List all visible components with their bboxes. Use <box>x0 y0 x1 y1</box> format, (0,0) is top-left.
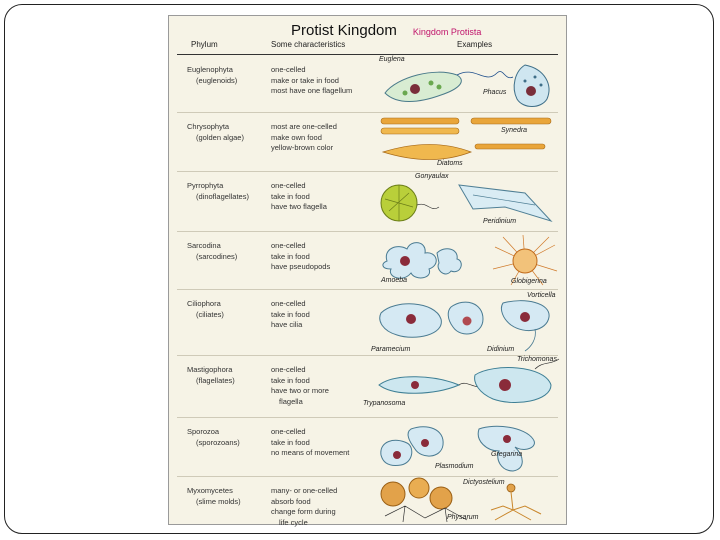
chart-header: Protist Kingdom Kingdom Protista <box>177 20 558 40</box>
phylum-name: Euglenophyta <box>187 65 233 74</box>
table-row: Myxomycetes (slime molds) many- or one-c… <box>177 476 560 527</box>
phylum-common-name: (ciliates) <box>196 309 224 319</box>
phylum-common-name: (slime molds) <box>196 496 241 506</box>
phylum-common-name: (golden algae) <box>196 132 244 142</box>
chart-subtitle: Kingdom Protista <box>412 26 482 37</box>
column-header-examples: Examples <box>457 40 493 49</box>
example-label: Vorticella <box>527 292 556 299</box>
table-row: Sarcodina (sarcodines) one-celled take i… <box>177 231 558 290</box>
example-label: Euglena <box>379 56 405 63</box>
table-row: Chrysophyta (golden algae) most are one-… <box>177 112 558 172</box>
phylum-name: Pyrrophyta <box>187 181 224 190</box>
phylum-common-name: (sporozoans) <box>196 437 240 447</box>
ciliate-illustration <box>379 300 550 352</box>
example-label: Dictyostelium <box>463 479 505 486</box>
phylum-common-name: (dinoflagellates) <box>196 191 249 201</box>
example-label: Globigerina <box>511 278 547 285</box>
example-label: Amoeba <box>381 277 408 284</box>
characteristics: many- or one-celled absorb food change f… <box>271 486 338 527</box>
examples: Amoeba Globigerina <box>375 231 560 289</box>
column-header-characteristics: Some characteristics <box>271 40 346 49</box>
table-row: Sporozoa (sporozoans) one-celled take in… <box>177 417 558 477</box>
example-label: Gregarina <box>491 451 523 458</box>
euglena-phacus-illustration <box>384 64 550 107</box>
example-label: Diatoms <box>437 160 463 167</box>
examples: Euglena Phacus <box>375 55 560 112</box>
examples: Trichomonas Trypanosoma <box>363 355 560 417</box>
phylum-name: Ciliophora <box>187 299 221 308</box>
examples: Synedra Diatoms <box>375 112 560 171</box>
example-label: Trypanosoma <box>363 400 406 407</box>
example-label: Peridinium <box>483 218 517 225</box>
table-row: Ciliophora (ciliates) one-celled take in… <box>177 289 558 356</box>
phylum-name: Chrysophyta <box>187 122 230 131</box>
chart-title: Protist Kingdom <box>291 21 397 39</box>
header-rule <box>177 54 558 55</box>
phylum-name: Myxomycetes <box>187 486 233 495</box>
phylum-common-name: (sarcodines) <box>196 251 238 261</box>
amoeba-globigerina-illustration <box>382 234 558 286</box>
sporozoan-illustration <box>380 425 535 472</box>
characteristics: most are one-celled make own food yellow… <box>271 122 337 152</box>
examples: Vorticella Paramecium Didinium <box>371 289 560 355</box>
characteristics: one-celled take in food have two or more… <box>271 365 329 406</box>
table-row: Pyrrophyta (dinoflagellates) one-celled … <box>177 171 558 232</box>
table-row: Mastigophora (flagellates) one-celled ta… <box>177 355 560 418</box>
dinoflagellate-illustration <box>380 184 553 223</box>
phylum-name: Sarcodina <box>187 241 221 250</box>
example-label: Trichomonas <box>517 356 557 363</box>
characteristics: one-celled take in food have pseudopods <box>271 241 331 271</box>
examples: Dictyostelium Physarum <box>375 476 560 524</box>
phylum-name: Sporozoa <box>187 427 220 436</box>
column-header-phylum: Phylum <box>191 40 218 49</box>
characteristics: one-celled take in food no means of move… <box>271 427 350 457</box>
phylum-common-name: (flagellates) <box>196 375 235 385</box>
example-label: Phacus <box>483 89 507 96</box>
characteristics: one-celled make or take in food most hav… <box>271 65 353 95</box>
flagellate-illustration <box>378 358 560 403</box>
diatom-illustration <box>380 117 552 160</box>
examples: Gonyaulax Peridinium <box>375 171 560 231</box>
characteristics: one-celled take in food have two flagell… <box>271 181 327 211</box>
table-row: Euglenophyta (euglenoids) one-celled mak… <box>177 55 558 113</box>
phylum-name: Mastigophora <box>187 365 233 374</box>
characteristics: one-celled take in food have cilia <box>271 299 310 329</box>
example-label: Gonyaulax <box>415 173 449 180</box>
examples: Plasmodium Gregarina <box>375 417 560 476</box>
phylum-common-name: (euglenoids) <box>196 75 238 85</box>
protist-chart: Protist Kingdom Kingdom Protista Phylum … <box>168 15 567 527</box>
example-label: Physarum <box>447 514 479 521</box>
example-label: Plasmodium <box>435 463 474 470</box>
example-label: Synedra <box>501 127 528 134</box>
slime-mold-illustration <box>380 477 542 523</box>
example-label: Didinium <box>487 346 515 353</box>
example-label: Paramecium <box>371 346 411 353</box>
